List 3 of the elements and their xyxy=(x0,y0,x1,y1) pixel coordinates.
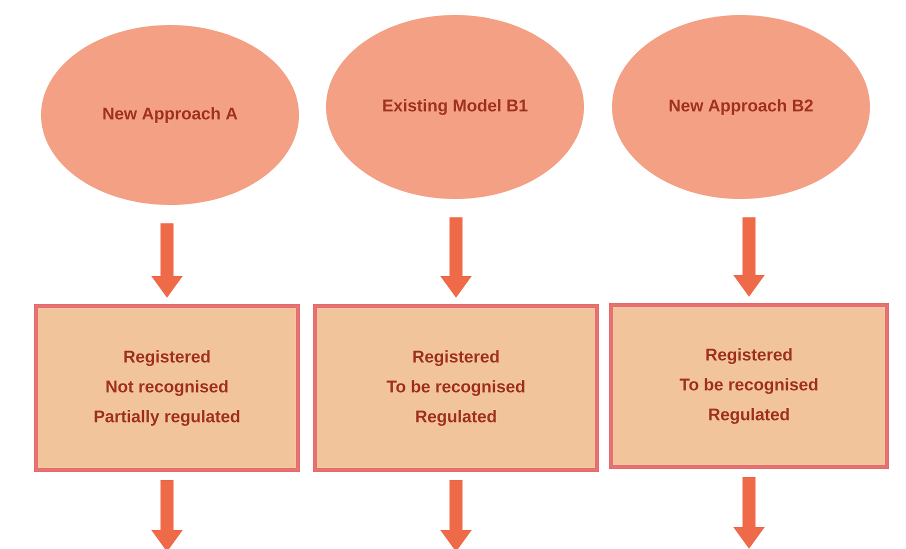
status-box: Registered To be recognised Regulated xyxy=(313,304,599,472)
status-box: Registered To be recognised Regulated xyxy=(609,303,889,469)
status-box: Registered Not recognised Partially regulated xyxy=(34,304,300,472)
